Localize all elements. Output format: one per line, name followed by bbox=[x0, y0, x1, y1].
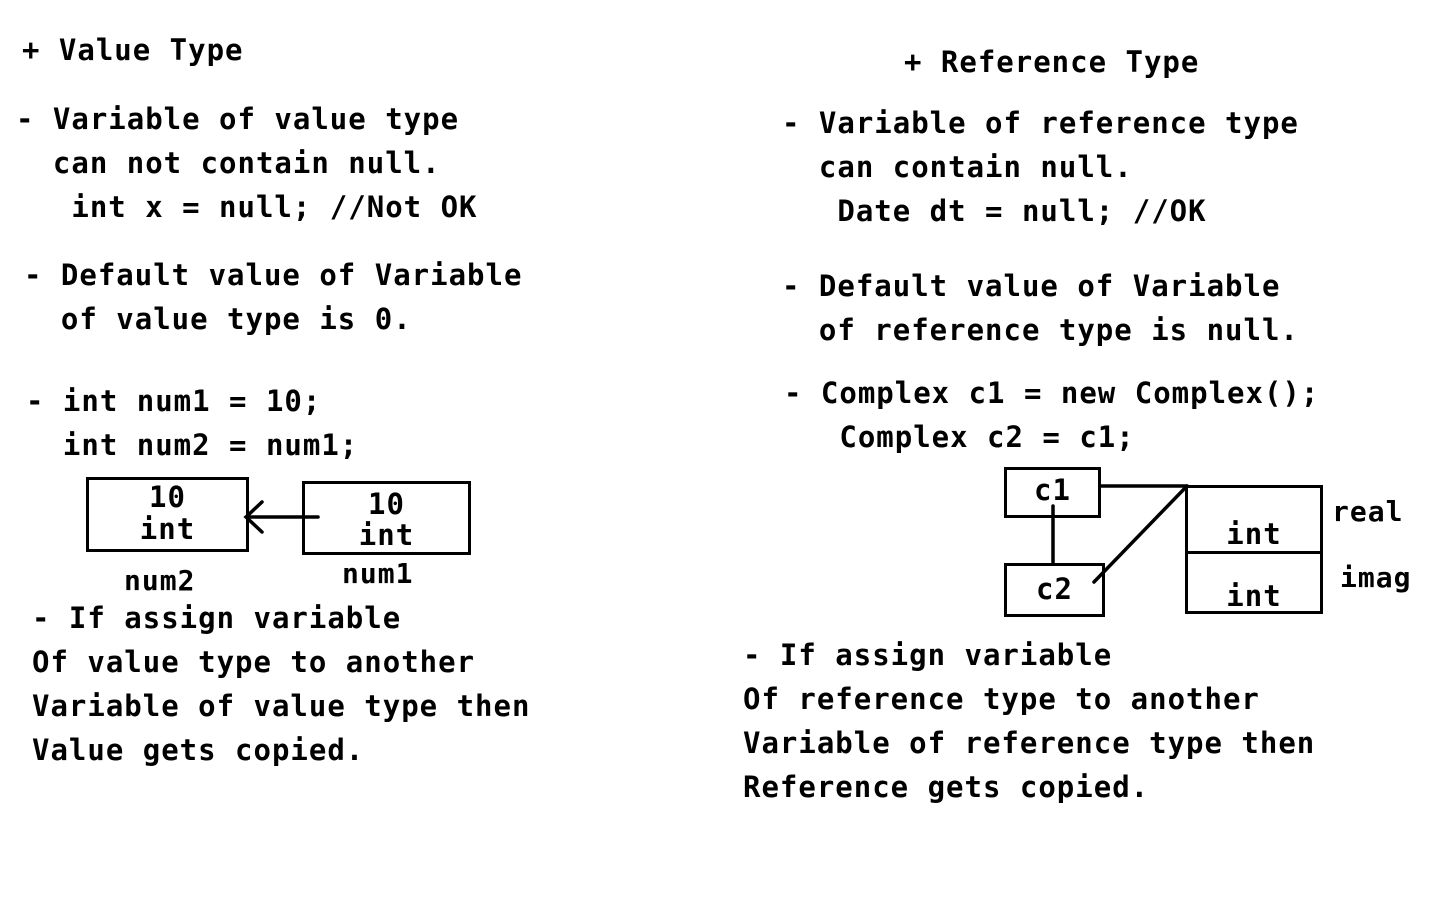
reference-null-line-3: Date dt = null; //OK bbox=[782, 194, 1207, 228]
real-field-type: int bbox=[1226, 517, 1282, 551]
num2-type: int bbox=[139, 512, 196, 546]
num2-caption: num2 bbox=[124, 564, 196, 597]
imag-field-box: int bbox=[1185, 551, 1323, 614]
reference-code-line-1: - Complex c1 = new Complex(); bbox=[784, 376, 1320, 410]
c2-reference-line bbox=[1092, 484, 1189, 584]
value-assign-line-3: Variable of value type then bbox=[32, 689, 531, 723]
num1-type: int bbox=[358, 518, 415, 552]
value-assign-line-4: Value gets copied. bbox=[32, 733, 365, 767]
num2-value: 10 bbox=[149, 480, 186, 514]
reference-assign-line-4: Reference gets copied. bbox=[743, 770, 1150, 804]
value-code-line-1: - int num1 = 10; bbox=[26, 384, 322, 418]
imag-field-type: int bbox=[1226, 579, 1282, 613]
reference-null-line-2: can contain null. bbox=[782, 150, 1133, 184]
reference-assign-line-2: Of reference type to another bbox=[743, 682, 1260, 716]
reference-default-line-2: of reference type is null. bbox=[782, 313, 1299, 347]
c2-box: c2 bbox=[1004, 563, 1105, 617]
c1-label: c1 bbox=[1034, 473, 1071, 507]
reference-null-line-1: - Variable of reference type bbox=[782, 106, 1299, 140]
imag-caption: imag bbox=[1340, 561, 1412, 594]
c1-box: c1 bbox=[1004, 467, 1101, 518]
num1-caption: num1 bbox=[342, 557, 414, 590]
value-null-line-1: - Variable of value type bbox=[16, 102, 460, 136]
num2-box: 10 int bbox=[86, 477, 249, 552]
reference-assign-line-1: - If assign variable bbox=[743, 638, 1113, 672]
real-caption: real bbox=[1332, 495, 1404, 528]
value-null-line-2: can not contain null. bbox=[16, 146, 441, 180]
value-default-line-1: - Default value of Variable bbox=[24, 258, 523, 292]
value-null-line-3: int x = null; //Not OK bbox=[16, 190, 478, 224]
value-type-heading: + Value Type bbox=[22, 33, 244, 67]
real-field-box: int bbox=[1185, 485, 1323, 554]
reference-default-line-1: - Default value of Variable bbox=[782, 269, 1281, 303]
reference-assign-line-3: Variable of reference type then bbox=[743, 726, 1316, 760]
reference-type-heading: + Reference Type bbox=[904, 45, 1200, 79]
value-code-line-2: int num2 = num1; bbox=[26, 428, 359, 462]
num1-box: 10 int bbox=[302, 481, 471, 555]
c2-label: c2 bbox=[1036, 572, 1073, 606]
num1-value: 10 bbox=[368, 487, 405, 521]
value-default-line-2: of value type is 0. bbox=[24, 302, 412, 336]
value-assign-line-2: Of value type to another bbox=[32, 645, 476, 679]
value-assign-line-1: - If assign variable bbox=[32, 601, 402, 635]
reference-code-line-2: Complex c2 = c1; bbox=[784, 420, 1135, 454]
